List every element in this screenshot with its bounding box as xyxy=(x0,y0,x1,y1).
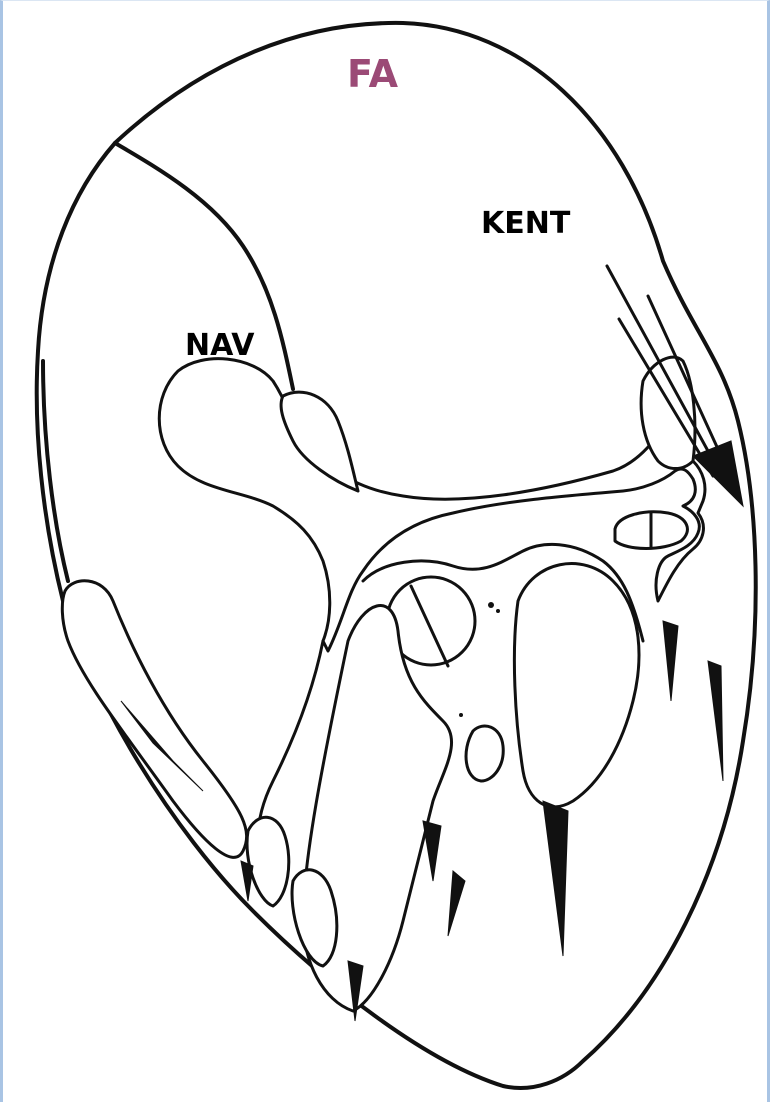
spike-right-edge xyxy=(708,661,723,781)
left-wall-line xyxy=(43,361,68,581)
kent-label: KENT xyxy=(481,209,570,239)
dot-2 xyxy=(496,609,500,613)
lower-left-small-lobe xyxy=(247,817,289,906)
spike-right-long xyxy=(543,801,568,956)
heart-diagram xyxy=(3,1,770,1102)
dot-3 xyxy=(459,713,463,717)
dot-1 xyxy=(488,602,494,608)
spike-center-2 xyxy=(448,871,465,936)
lower-right-lobe xyxy=(514,564,639,807)
fa-label: FA xyxy=(347,55,398,93)
papillary-loop xyxy=(466,726,503,781)
lower-left-lobe xyxy=(62,581,246,858)
spike-bottom-left xyxy=(241,861,253,901)
spike-center xyxy=(423,821,441,881)
nav-label: NAV xyxy=(185,331,255,361)
spike-right-top xyxy=(663,621,678,701)
